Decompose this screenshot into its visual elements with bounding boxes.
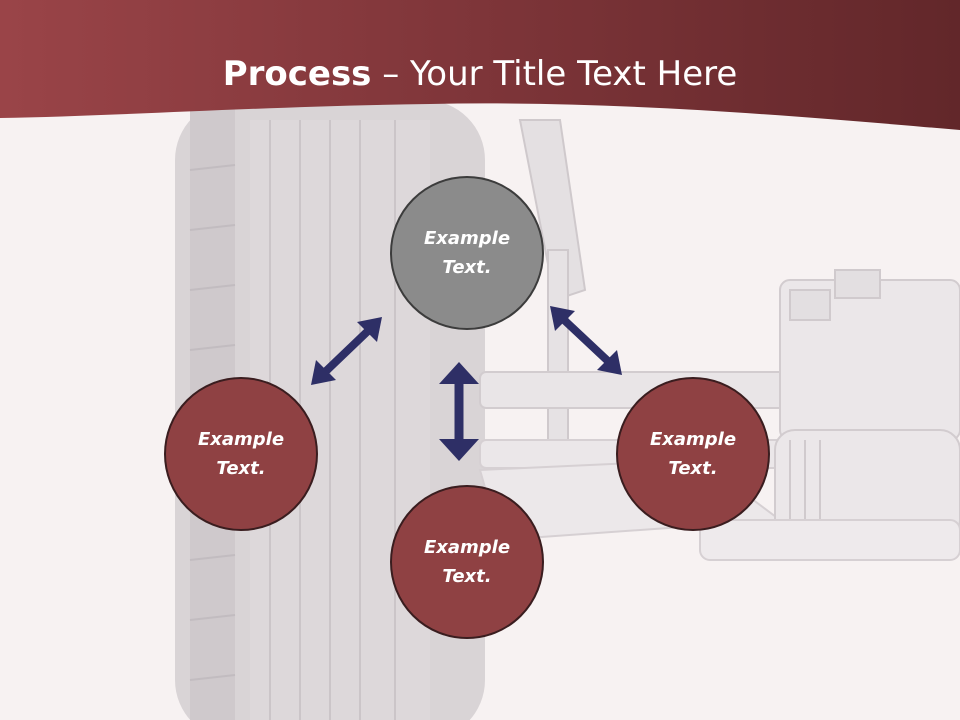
node-top-line1: Example [423, 228, 511, 249]
node-right-line2: Text. [668, 458, 718, 479]
double-arrow-vertical [439, 362, 479, 461]
slide-title: Process – Your Title Text Here [0, 50, 960, 98]
double-arrow-top-left [311, 317, 382, 385]
title-rest: – Your Title Text Here [371, 54, 738, 94]
node-bottom-line2: Text. [442, 566, 492, 587]
node-left-line2: Text. [216, 458, 266, 479]
node-top-line2: Text. [442, 257, 492, 278]
node-right-line1: Example [649, 429, 737, 450]
node-bottom-line1: Example [423, 537, 511, 558]
title-bold: Process [222, 54, 372, 94]
header-banner [0, 0, 960, 130]
node-left-line1: Example [197, 429, 285, 450]
double-arrow-top-right [550, 306, 622, 375]
